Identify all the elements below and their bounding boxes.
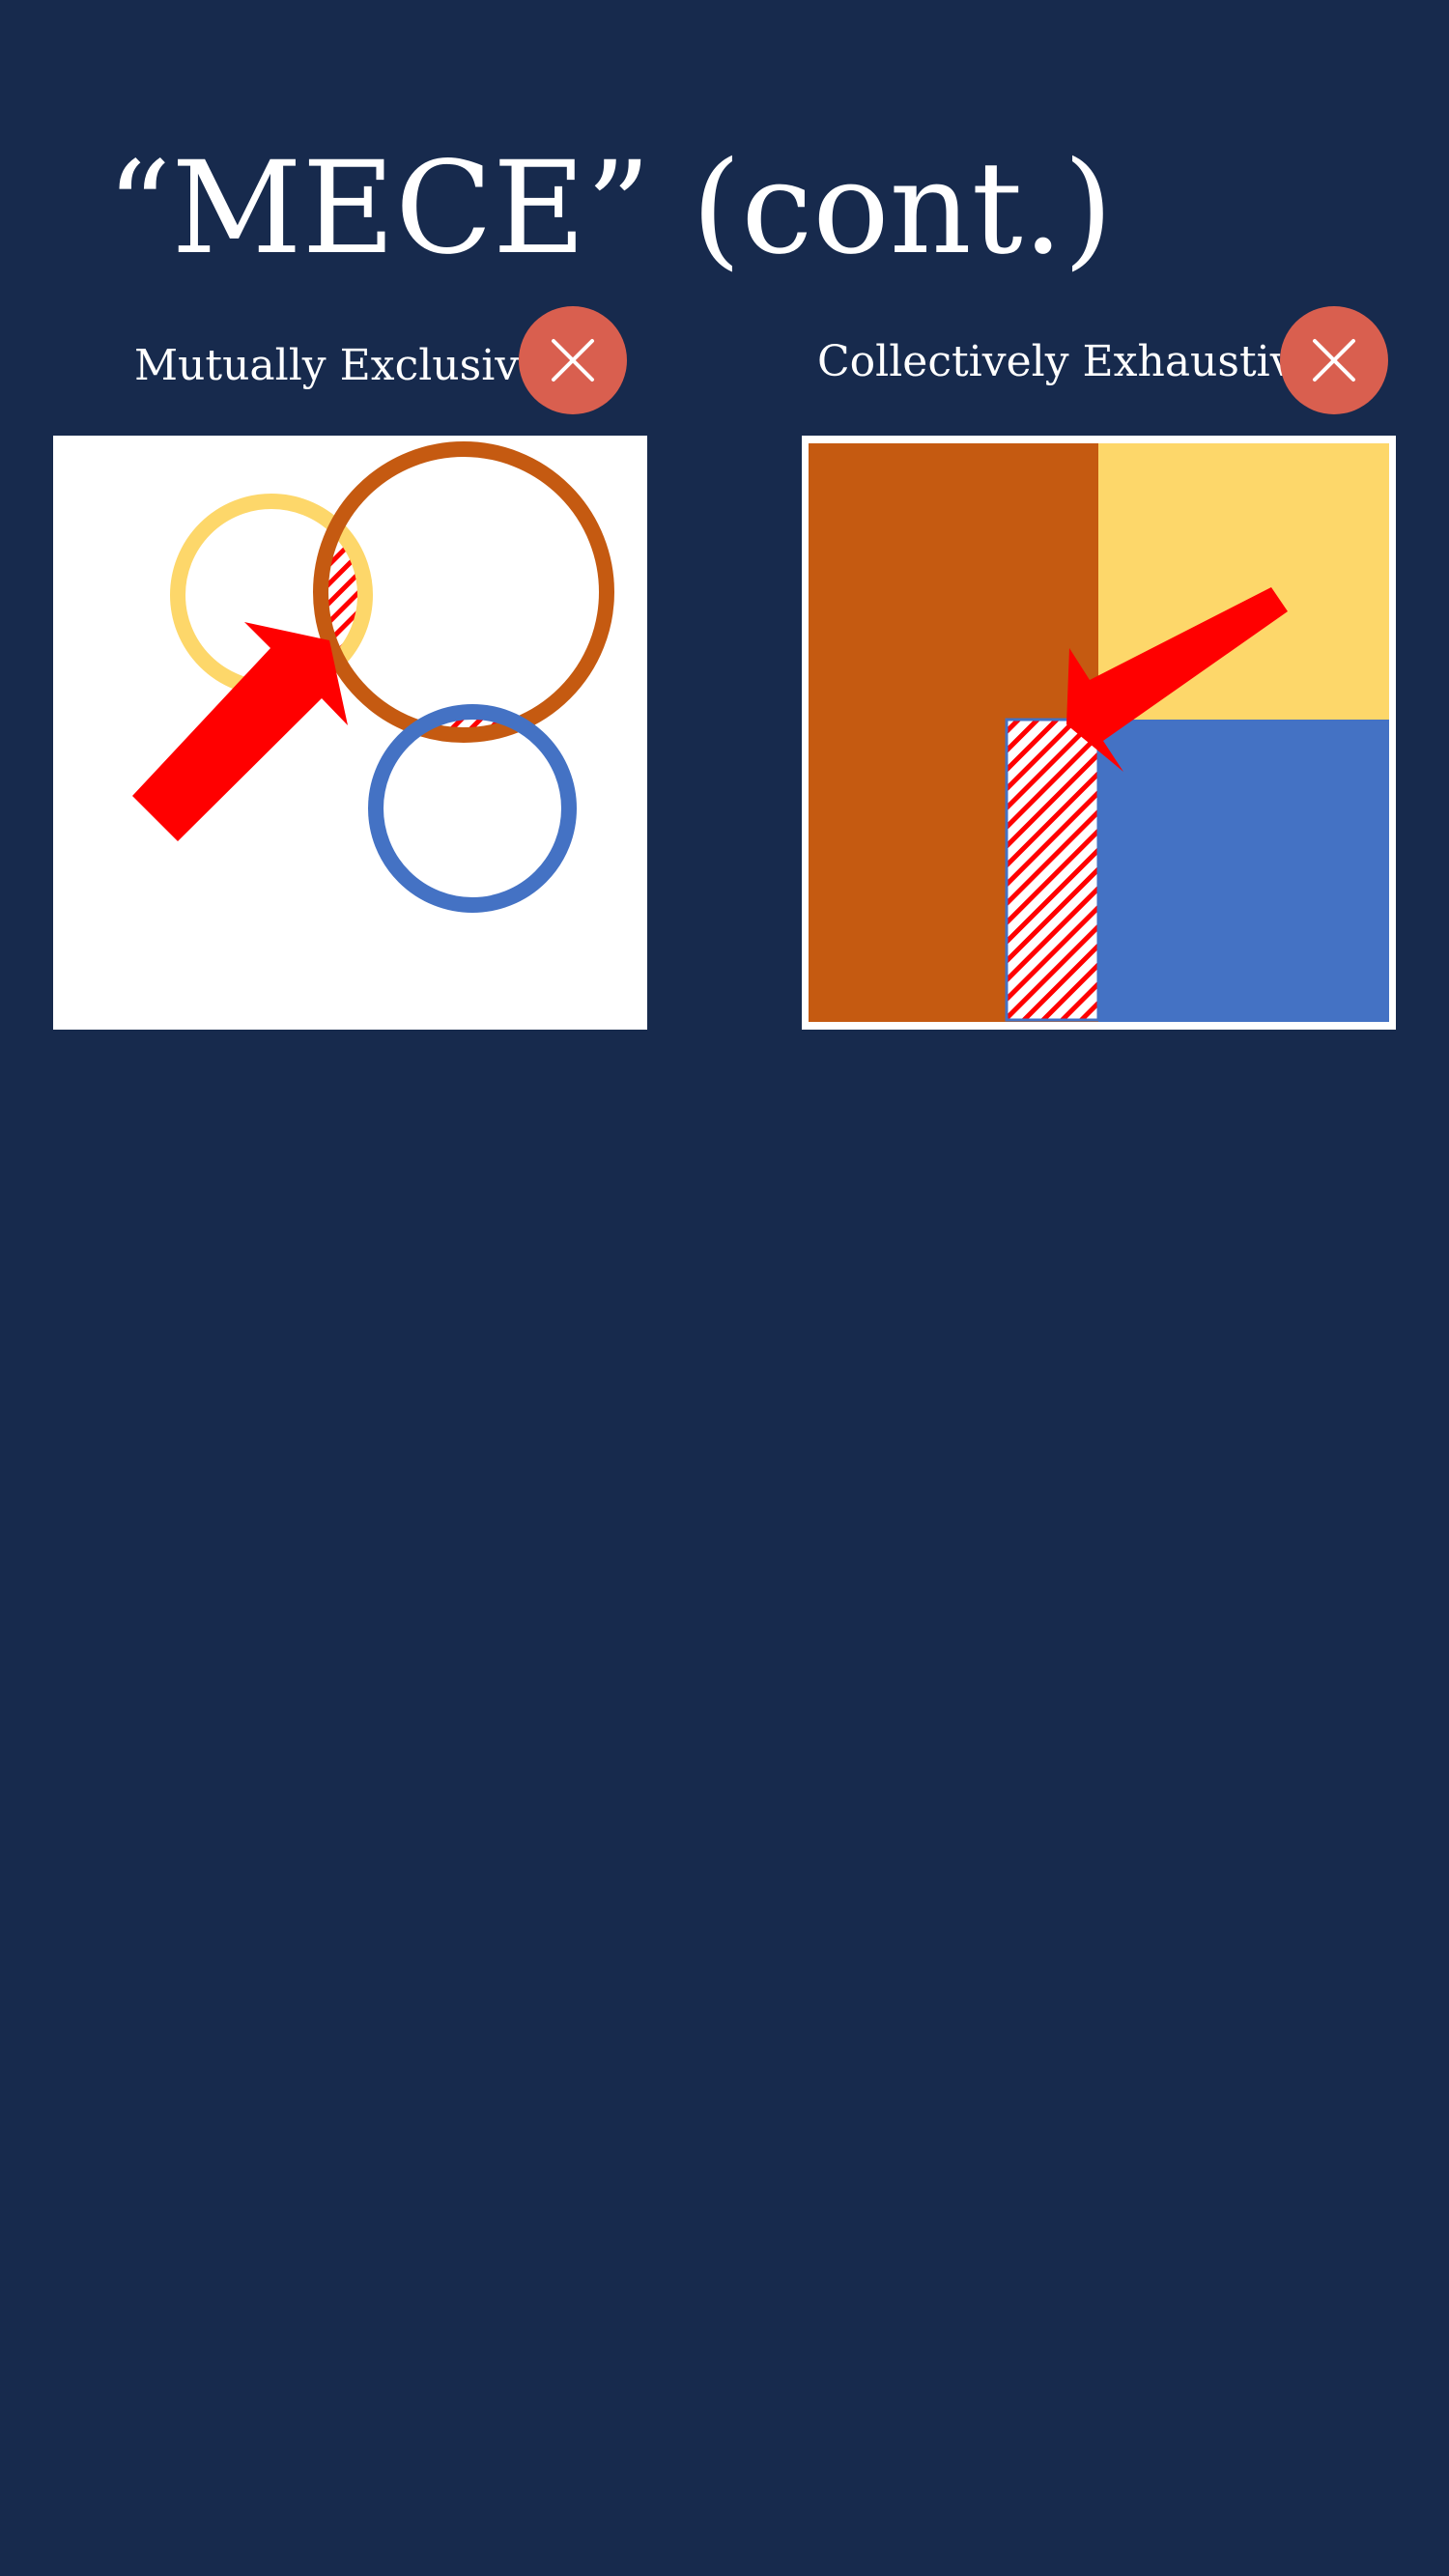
- diagram-background: [53, 436, 647, 1030]
- circle-orange: [313, 441, 614, 743]
- gap-hatched: [1005, 718, 1100, 1022]
- circle-blue: [368, 704, 577, 913]
- mutually-exclusive-diagram: [53, 436, 647, 1030]
- x-mark-icon: [519, 306, 627, 414]
- arrow-icon: [132, 622, 348, 841]
- arrow-icon: [1066, 587, 1288, 772]
- x-mark-icon: [1280, 306, 1388, 414]
- collectively-exhaustive-label: Collectively Exhaustive: [817, 337, 1320, 386]
- mutually-exclusive-label: Mutually Exclusive: [134, 341, 545, 390]
- collectively-exhaustive-diagram: [802, 436, 1396, 1030]
- region-blue: [1098, 720, 1389, 1022]
- slide-title: “MECE” (cont.): [106, 134, 1114, 283]
